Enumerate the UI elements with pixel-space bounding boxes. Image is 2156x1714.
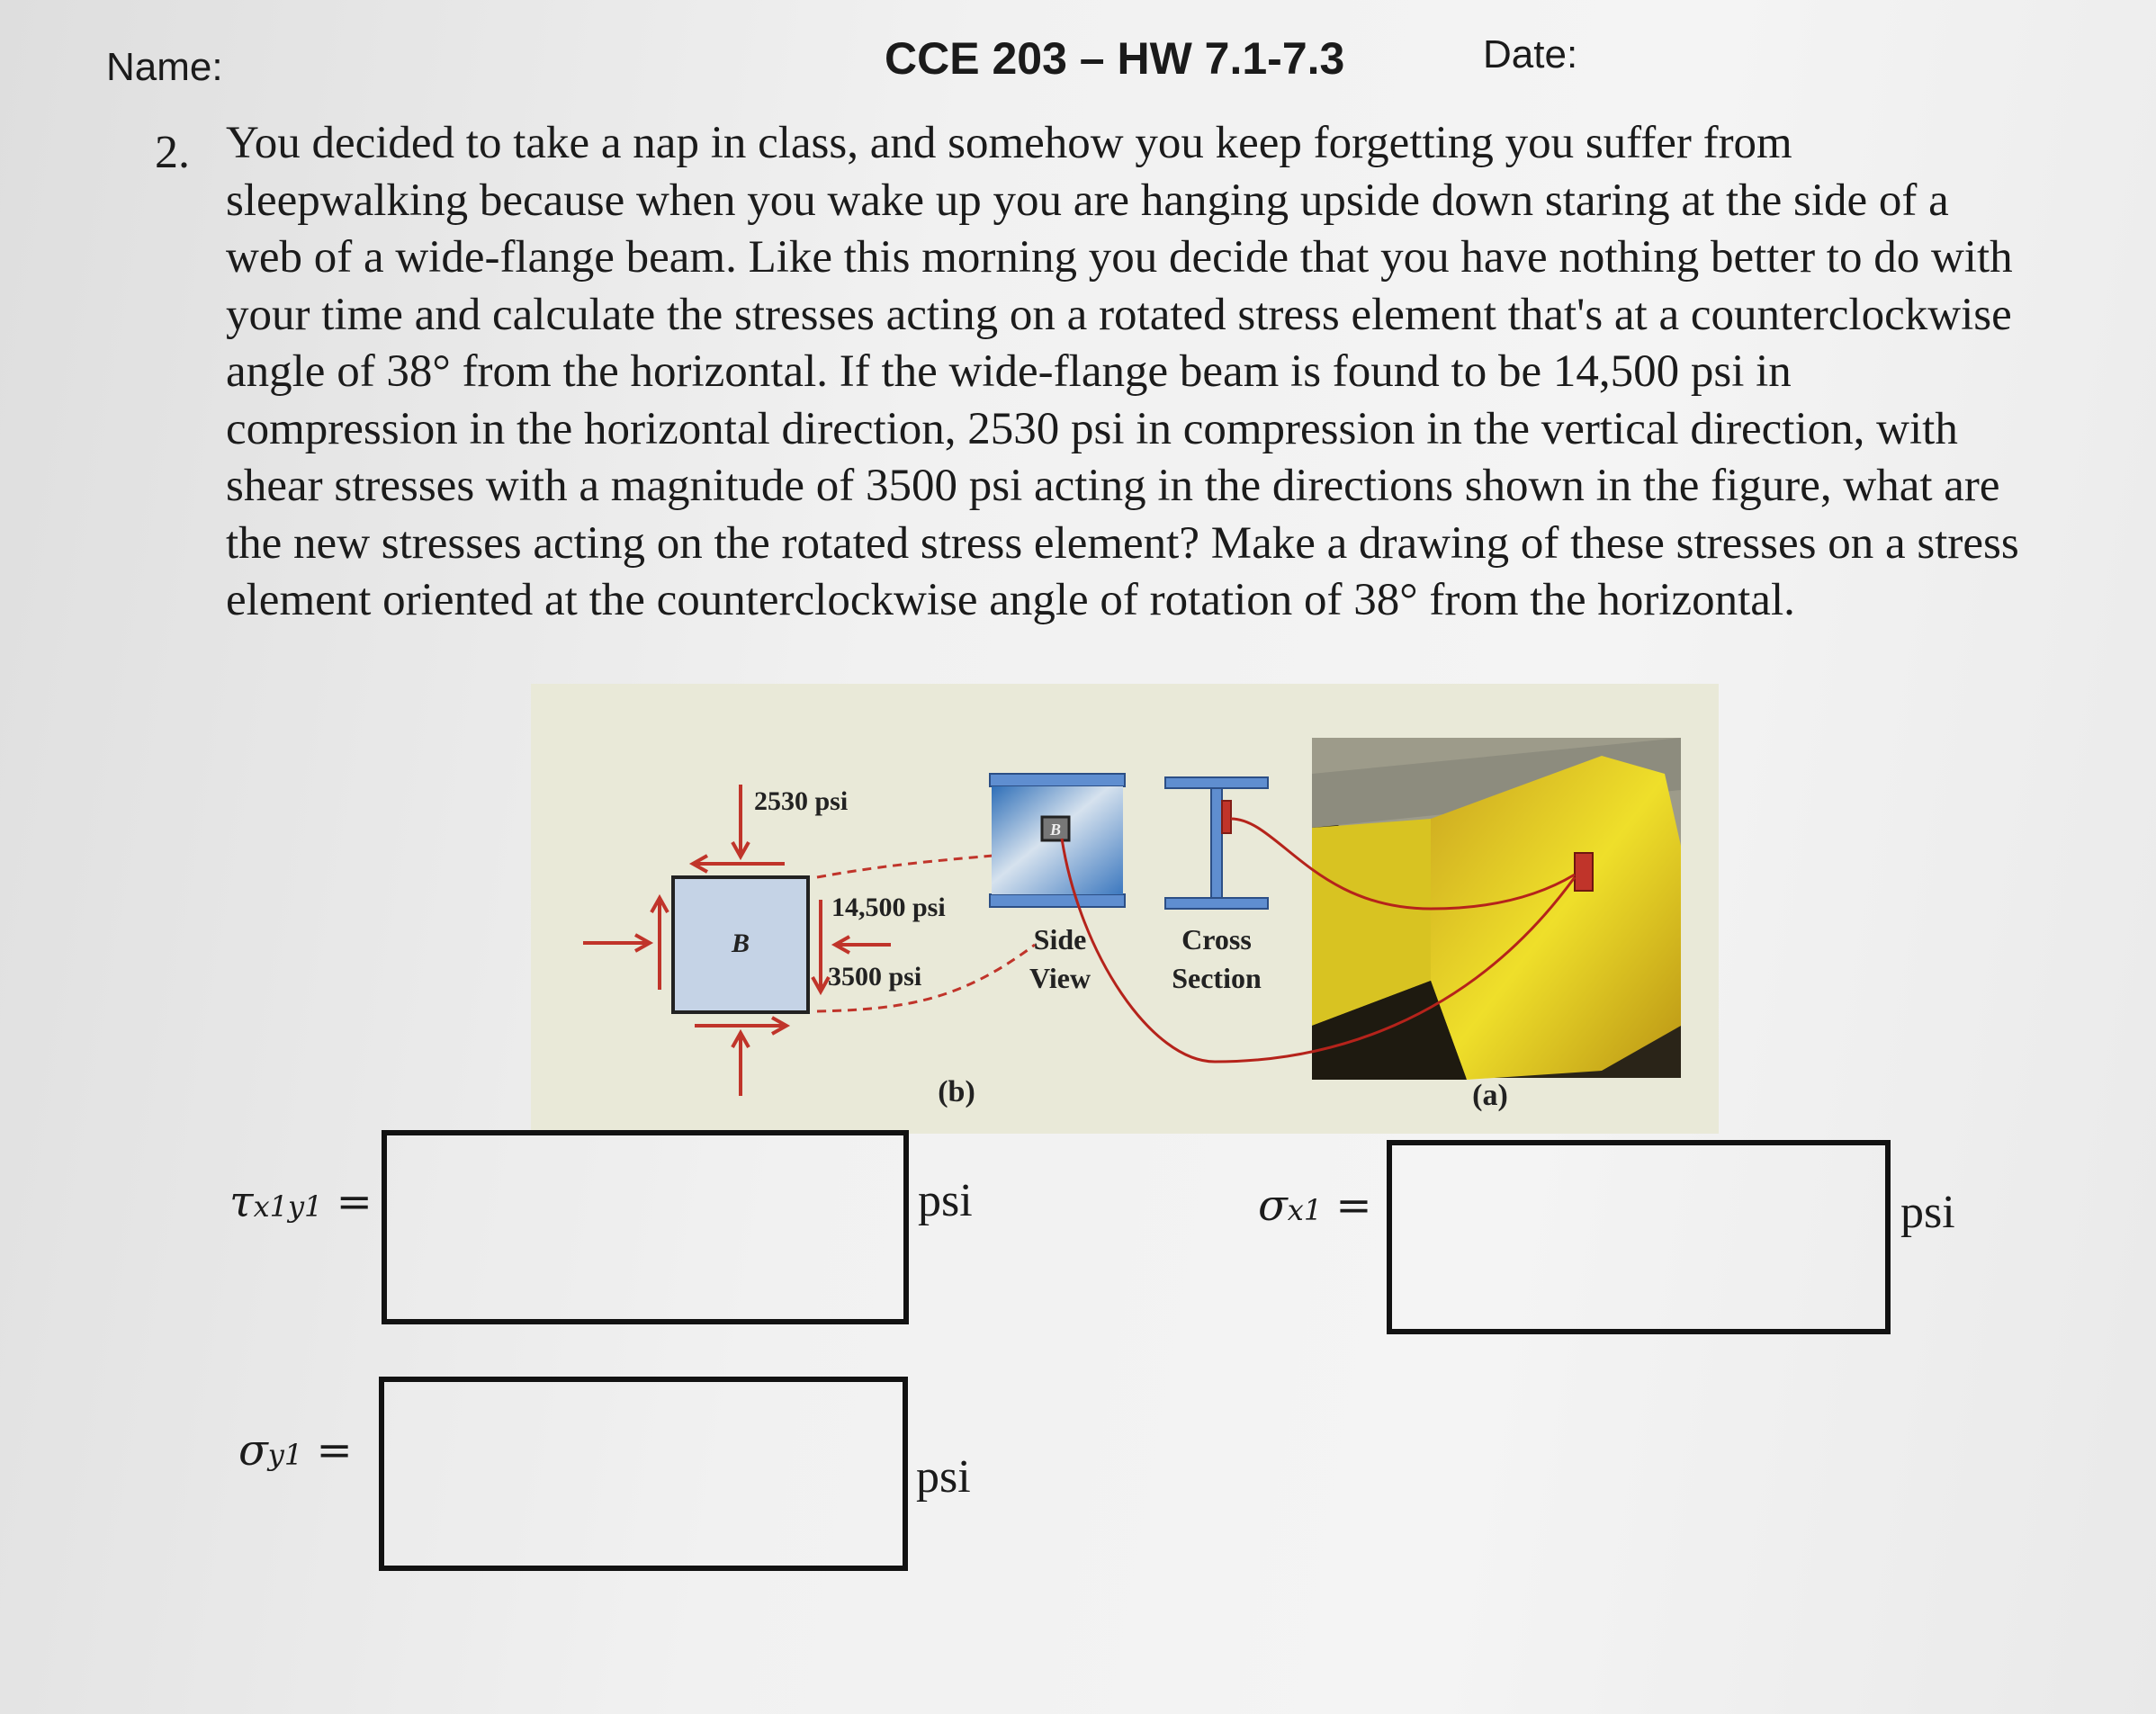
- sigma-x-arrow-right: [831, 935, 891, 955]
- cross-section-ibeam: [1164, 776, 1269, 910]
- stress-element: [671, 875, 810, 1014]
- element-label: B: [731, 929, 750, 958]
- beam-photo: [1312, 738, 1681, 1080]
- shear-arrow-right: [811, 900, 831, 996]
- question-number: 2.: [155, 127, 190, 178]
- shear-arrow-top: [688, 854, 785, 874]
- sigma-y-arrow-bottom: [731, 1028, 750, 1096]
- sigma-x-label: 14,500 psi: [831, 893, 946, 922]
- figure: B: [531, 684, 1719, 1134]
- sigma-x-arrow-left: [583, 933, 654, 953]
- shear-arrow-left: [650, 893, 669, 990]
- sigma-x1-label: σx1 =: [1258, 1180, 1372, 1231]
- side-view-label-1: Side: [1034, 923, 1087, 956]
- shear-arrow-bottom: [695, 1016, 791, 1036]
- side-view-beam: B: [989, 773, 1126, 908]
- caption-b: (b): [938, 1075, 975, 1108]
- caption-a: (a): [1472, 1079, 1508, 1112]
- name-label: Name:: [106, 45, 223, 89]
- sigma-y1-unit: psi: [916, 1451, 971, 1503]
- tau-x1y1-answer-box[interactable]: [382, 1130, 909, 1324]
- tau-x1y1-label: τx1y1 =: [229, 1177, 373, 1227]
- tau-unit: psi: [918, 1175, 973, 1226]
- side-view-label-2: View: [1029, 962, 1091, 994]
- date-label: Date:: [1483, 32, 1578, 76]
- web-marker: B: [1049, 821, 1061, 839]
- figure-drawing: B: [583, 738, 1681, 1112]
- tau-label: 3500 psi: [828, 962, 921, 992]
- cross-section-label-2: Section: [1172, 962, 1262, 994]
- sigma-x1-unit: psi: [1900, 1187, 1955, 1238]
- question-text: You decided to take a nap in class, and …: [226, 118, 2019, 625]
- cross-section-label-1: Cross: [1181, 923, 1252, 956]
- page-title: CCE 203 – HW 7.1-7.3: [885, 33, 1345, 84]
- sigma-y-label: 2530 psi: [754, 786, 848, 816]
- sigma-x1-answer-box[interactable]: [1387, 1140, 1891, 1334]
- sigma-y1-answer-box[interactable]: [379, 1377, 908, 1571]
- sigma-y1-label: σy1 =: [238, 1425, 353, 1476]
- sigma-y-arrow-top: [731, 785, 750, 861]
